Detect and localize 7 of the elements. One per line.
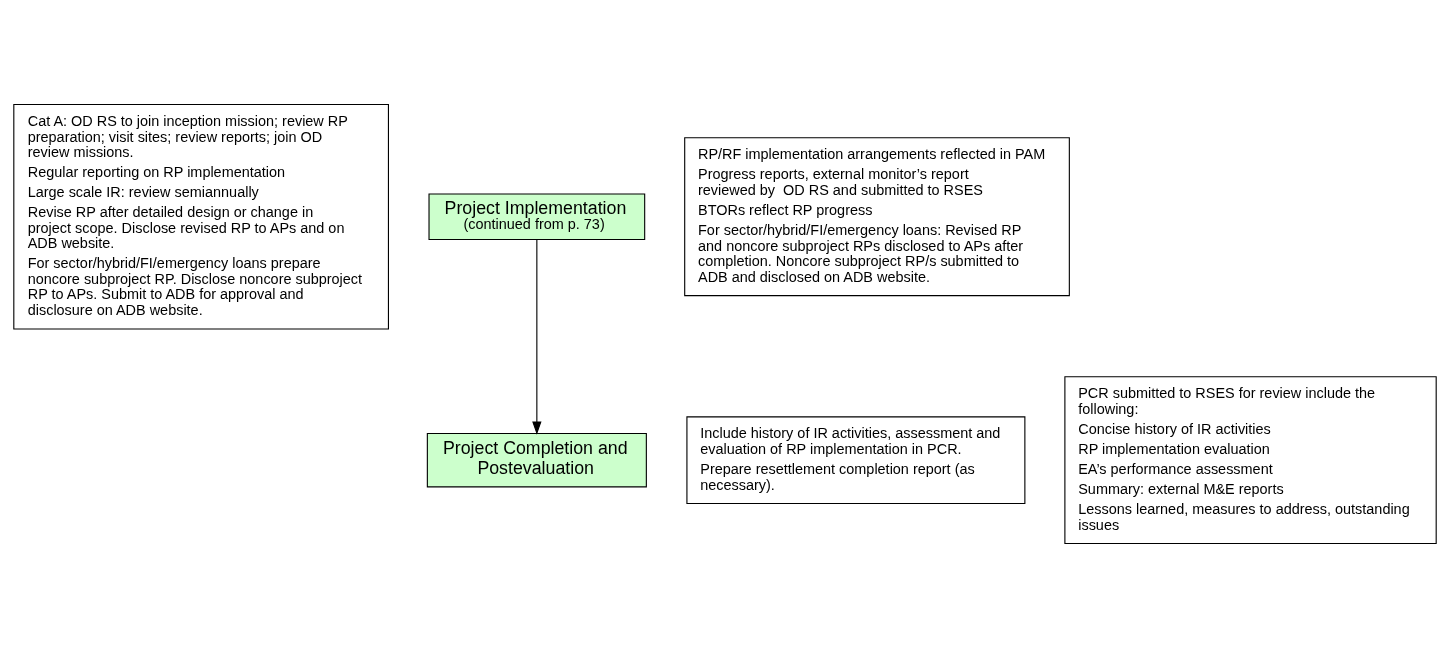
node-box: Project Implementation (continued from p. 73): [428, 193, 646, 241]
node-box: Include history of IR activities, assessment and evaluation of RP implementation in PCR. Prepare resettlement completion report (as necessary).: [686, 416, 1026, 505]
node-box: Project Completion and Postevaluation: [426, 432, 647, 488]
node-box: Cat A: OD RS to join inception mission; review RP preparation; visit sites; review reports; join OD review missions. Regular reporting on RP implementation Large scale IR: review semiannually Revise RP after detailed design or change in project scope. Disclose revised RP to APs and on ADB website. For sector/hybrid/FI/emergency loans prepare noncore subproject RP. Disclose noncore subproject RP to APs. Submit to ADB for approval and disclosure on ADB website.: [13, 103, 389, 330]
node-box: PCR submitted to RSES for review include the following: Concise history of IR activities RP implementation evaluation EA’s performance assessment Summary: external M&E reports Lessons learned, measures to address, outstanding issues: [1064, 376, 1437, 545]
node-box: RP/RF implementation arrangements reflected in PAM Progress reports, external monitor’s report reviewed by OD RS and submitted to RSES BTORs reflect RP progress For sector/hybrid/FI/emergency loans: Revised RP and noncore subproject RPs disclosed to APs after completion. Noncore subproject RP/s submitted to ADB and disclosed on ADB website.: [684, 137, 1070, 297]
arrow: [532, 239, 542, 435]
